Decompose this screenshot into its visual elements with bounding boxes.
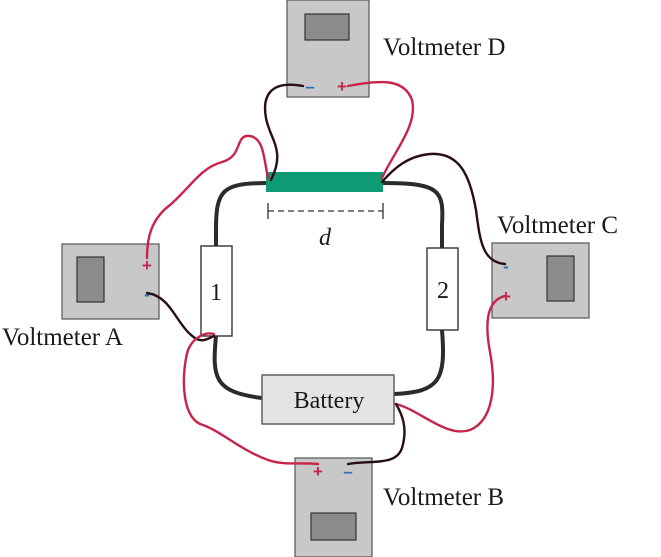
length-dimension bbox=[267, 203, 384, 219]
battery bbox=[261, 374, 395, 425]
circuit-wire-top-left bbox=[214, 181, 270, 248]
voltmeter-d: – + bbox=[286, 0, 370, 98]
resistor-2-label: 2 bbox=[437, 278, 449, 304]
probe-b-positive bbox=[182, 332, 320, 466]
voltmeter-d-plus: + bbox=[337, 77, 347, 96]
voltmeter-d-minus: – bbox=[305, 77, 314, 96]
probe-d-negative bbox=[263, 83, 305, 182]
voltmeter-d-label: Voltmeter D bbox=[383, 34, 505, 61]
voltmeter-b-minus: – bbox=[343, 462, 352, 481]
voltmeter-a-label: Voltmeter A bbox=[2, 324, 123, 351]
voltmeter-a-minus: - bbox=[144, 285, 150, 304]
probe-c-positive bbox=[394, 294, 507, 433]
resistor-2 bbox=[426, 247, 459, 331]
voltmeter-a-plus: + bbox=[142, 256, 152, 275]
probe-a-negative bbox=[145, 291, 216, 342]
probe-d-positive bbox=[346, 80, 415, 180]
voltmeter-b-label: Voltmeter B bbox=[383, 484, 504, 511]
voltmeter-c: - + bbox=[491, 242, 590, 319]
resistor-rod bbox=[266, 172, 383, 192]
circuit-wire-top-right bbox=[380, 181, 445, 250]
voltmeter-c-label: Voltmeter C bbox=[497, 212, 618, 239]
battery-label: Battery bbox=[294, 388, 365, 414]
voltmeter-a: + - bbox=[61, 243, 160, 320]
voltmeter-b-plus: + bbox=[313, 462, 323, 481]
resistor-1 bbox=[200, 245, 233, 337]
probe-a-positive bbox=[145, 134, 270, 260]
length-label: d bbox=[319, 225, 332, 251]
circuit-wire-left-bottom bbox=[212, 334, 264, 400]
circuit-wire-right-bottom bbox=[392, 328, 446, 396]
voltmeter-b: + – bbox=[294, 457, 373, 557]
probe-b-negative bbox=[346, 402, 406, 466]
resistor-1-label: 1 bbox=[210, 280, 222, 306]
probe-c-negative bbox=[380, 152, 507, 266]
voltmeter-c-minus: - bbox=[503, 257, 509, 276]
